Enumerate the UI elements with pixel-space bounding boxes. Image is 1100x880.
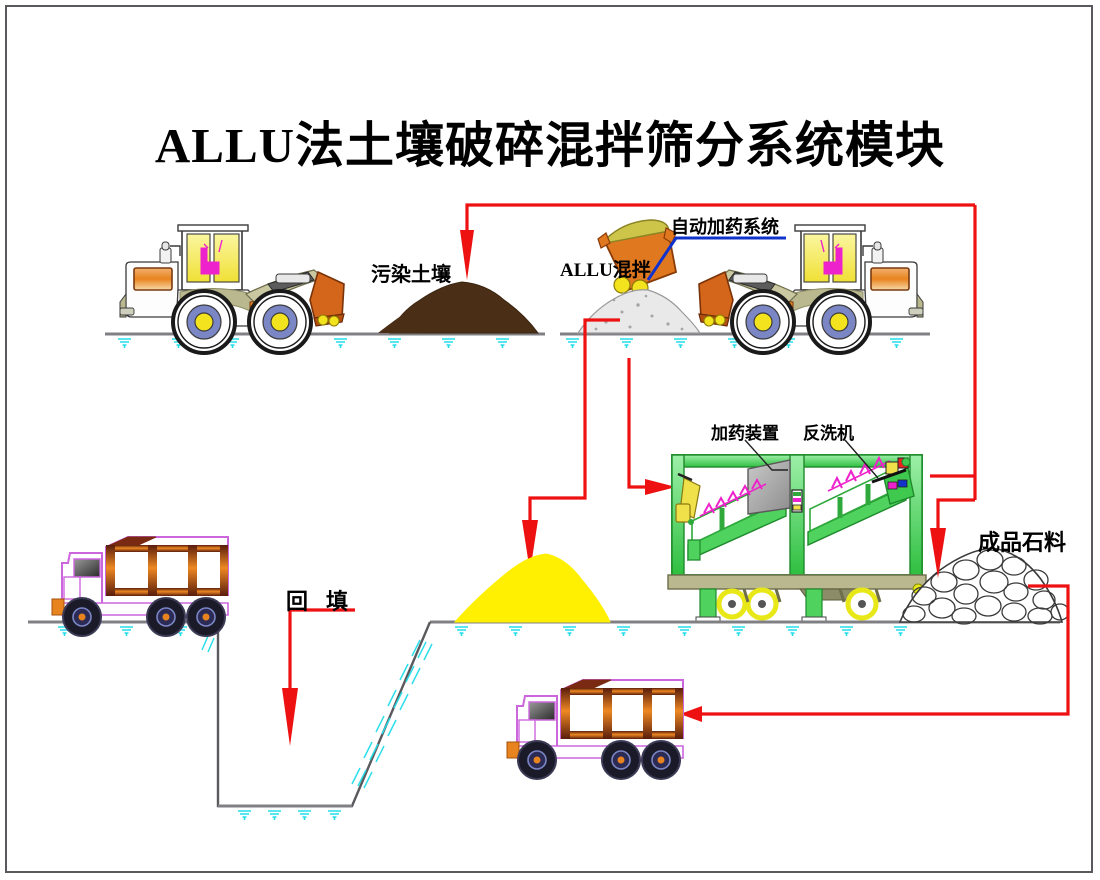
flow-backfill (288, 608, 355, 690)
label-contaminated-soil: 污染土壤 (371, 264, 451, 286)
screening-plant (667, 454, 927, 624)
dosing-device-panel (747, 459, 791, 515)
stone-pile (898, 547, 1070, 625)
flow-arrowhead-screen (645, 479, 676, 495)
allu-mixing-bucket (597, 219, 786, 331)
pit-slope-hatch (351, 639, 433, 789)
label-allu-mixing: ALLU混拌 (560, 260, 651, 281)
dosing-leader-line (646, 236, 786, 281)
label-backfill: 回填 (286, 589, 367, 614)
backwash-machine (871, 457, 915, 505)
label-backwash-machine: 反洗机 (803, 424, 854, 443)
label-leaders-plant (744, 439, 879, 479)
flow-mix-to-sand (528, 318, 620, 522)
flow-screen-to-stone (930, 474, 975, 530)
spray-nozzles-left (699, 477, 767, 517)
label-finished-stone: 成品石料 (978, 530, 1067, 555)
spray-nozzles-right (827, 455, 891, 492)
mixed-material-pile (576, 289, 702, 334)
label-auto-dosing-system: 自动加药系统 (671, 217, 779, 237)
flow-return-to-soil (465, 203, 975, 232)
sand-pile (453, 553, 611, 623)
stone-cobbles (902, 549, 1070, 625)
flow-arrowhead-sand (522, 520, 538, 572)
flow-arrowhead-backfill (282, 688, 298, 746)
flow-arrowhead-stone (930, 528, 946, 578)
diagram-border (5, 5, 1093, 873)
feed-unit-left (675, 472, 701, 525)
label-dosing-device: 加药装置 (711, 424, 779, 443)
plant-wheels (716, 587, 882, 621)
flow-stone-to-truck (700, 584, 1070, 716)
flow-arrowhead-truck (680, 706, 702, 722)
dump-truck-lower (506, 679, 684, 780)
control-box (791, 489, 803, 513)
contaminated-soil-pile (378, 281, 539, 334)
page-title: ALLU法土壤破碎混拌筛分系统模块 (154, 118, 946, 173)
excavation-pit (201, 621, 433, 821)
flow-mix-to-screen (627, 358, 645, 489)
flow-arrowhead-soil (460, 230, 474, 280)
pit-bottom-hatch (237, 810, 342, 821)
